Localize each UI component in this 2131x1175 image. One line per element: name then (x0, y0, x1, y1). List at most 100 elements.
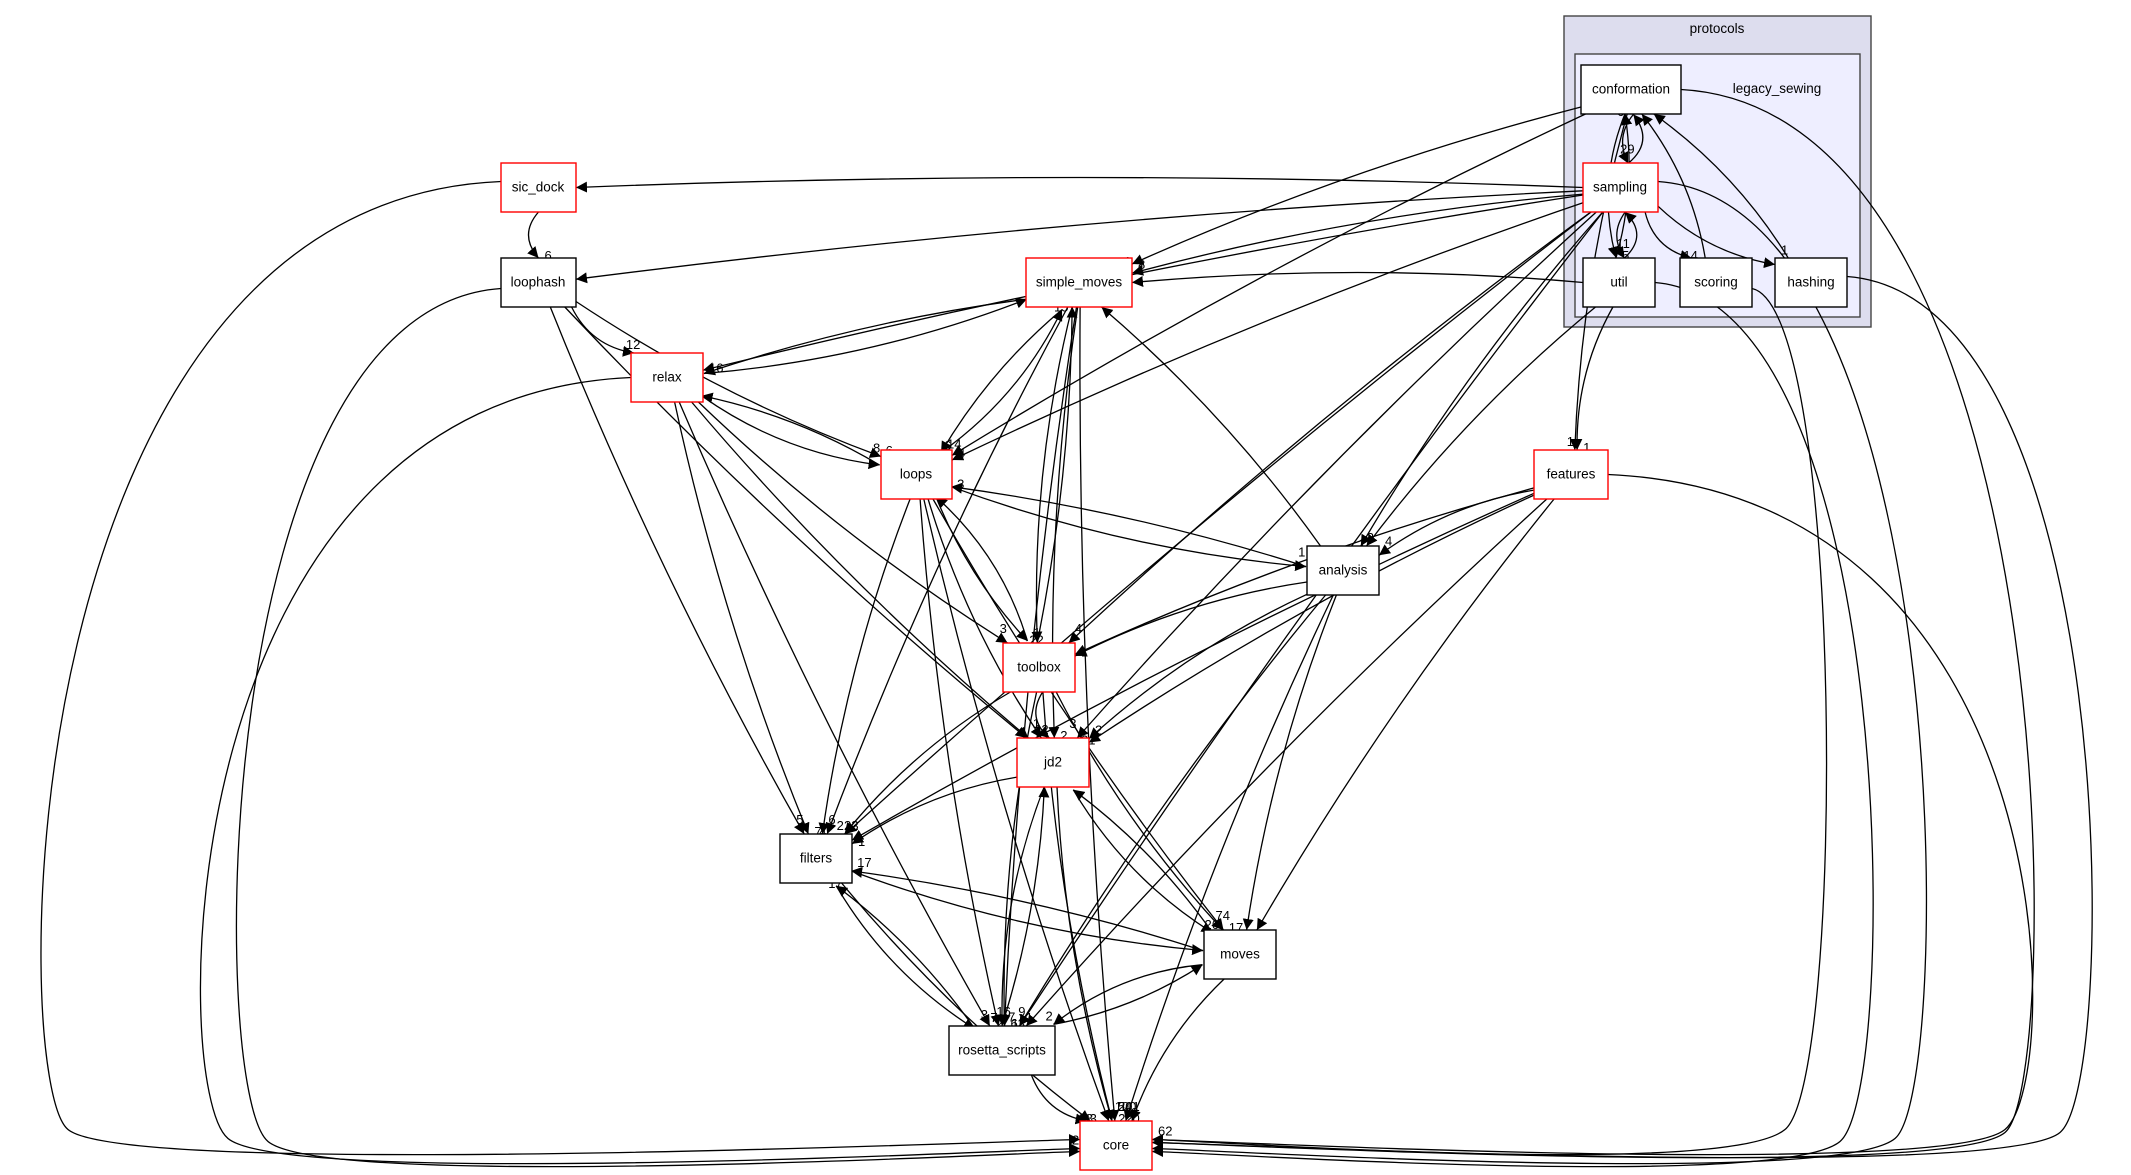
edge-label-sampling-to-util[interactable]: 11 (1616, 236, 1630, 251)
edge-relax-to-simple_moves[interactable] (703, 297, 1028, 375)
edge-filters-to-core[interactable] (841, 882, 1091, 1122)
edge-label-loophash-to-jd2[interactable]: 1 (1033, 716, 1040, 731)
edge-label-jd2-to-filters[interactable]: 1 (858, 834, 865, 849)
edge-simple_moves-to-filters[interactable] (825, 306, 1069, 835)
edge-sampling-to-filters[interactable] (844, 211, 1592, 835)
edge-hashing-to-conformation[interactable] (1653, 113, 1789, 259)
edge-loops-to-toolbox[interactable] (935, 496, 1028, 642)
edge-label-relax-to-filters[interactable]: 7 (814, 824, 821, 839)
edge-label-loops-to-jd2[interactable]: 1 (1033, 728, 1040, 743)
edge-sampling-to-scoring[interactable] (1644, 211, 1692, 261)
edge-analysis-to-toolbox[interactable] (1074, 581, 1308, 657)
edge-label-sampling-to-rosetta_scripts[interactable]: 1 (1026, 1010, 1033, 1025)
edge-features-to-moves[interactable] (1256, 498, 1555, 931)
edge-scoring-to-conformation[interactable] (1641, 113, 1706, 259)
edge-relax-to-toolbox[interactable] (697, 401, 1008, 644)
edge-sic_dock-to-core[interactable] (40, 180, 1081, 1156)
edge-toolbox-to-moves[interactable] (1055, 691, 1224, 931)
edge-simple_moves-to-toolbox[interactable] (1031, 306, 1073, 643)
edge-loophash-to-jd2[interactable] (564, 306, 1028, 739)
node-jd2[interactable]: jd2 (1016, 737, 1090, 788)
edge-label-features-to-analysis[interactable]: 4 (1385, 533, 1392, 548)
edge-label-sic_dock-to-loophash[interactable]: 6 (545, 248, 552, 263)
edge-util-to-analysis[interactable] (1365, 306, 1596, 547)
edge-loophash-to-relax[interactable] (571, 306, 635, 357)
node-loops[interactable]: loops (880, 449, 953, 500)
edge-sampling-to-analysis[interactable] (1360, 211, 1604, 547)
edge-scoring-to-core[interactable] (1151, 287, 1828, 1156)
edge-label-filters-to-rosetta_scripts[interactable]: 3 (981, 1007, 988, 1022)
edge-util-to-sampling[interactable] (1623, 211, 1638, 259)
edge-moves-to-core[interactable] (1130, 978, 1225, 1122)
node-hashing[interactable]: hashing (1774, 257, 1848, 308)
node-core[interactable]: core (1079, 1120, 1153, 1171)
edge-sampling-to-toolbox[interactable] (1068, 211, 1592, 644)
edge-loops-to-core[interactable] (923, 498, 1111, 1122)
edge-sic_dock-to-loophash[interactable] (527, 211, 539, 259)
edge-loops-to-analysis[interactable] (950, 486, 1307, 572)
edge-label-loophash-to-loops[interactable]: 8 (873, 441, 880, 456)
edge-sampling-to-sic_dock[interactable] (575, 176, 1584, 193)
edge-label-simple_moves-to-loops[interactable]: 14 (947, 437, 961, 452)
edge-label-loops-to-moves[interactable]: 74 (1216, 908, 1230, 923)
edge-sampling-to-relax[interactable] (702, 194, 1584, 374)
edge-analysis-to-jd2[interactable] (1088, 593, 1308, 740)
edge-sampling-to-loophash[interactable] (575, 190, 1584, 284)
node-loophash[interactable]: loophash (500, 257, 577, 308)
node-features[interactable]: features (1533, 449, 1609, 500)
edge-features-to-filters[interactable] (851, 492, 1535, 841)
edge-label-loophash-to-filters[interactable]: 5 (796, 812, 803, 827)
node-rosetta-scripts[interactable]: rosetta_scripts (948, 1025, 1056, 1076)
node-sic-dock[interactable]: sic_dock (500, 162, 577, 213)
edge-label-sampling-to-hashing[interactable]: 1 (1781, 243, 1788, 258)
edge-moves-to-jd2[interactable] (1072, 789, 1214, 934)
edge-label-analysis-to-loops[interactable]: 3 (957, 477, 964, 492)
edge-relax-to-loops[interactable] (701, 395, 880, 470)
edge-label-util-to-analysis[interactable]: 1 (1359, 536, 1366, 551)
node-sampling[interactable]: sampling (1582, 162, 1659, 213)
edge-label-toolbox-to-filters[interactable]: 2 (837, 818, 844, 833)
node-util[interactable]: util (1582, 257, 1656, 308)
edge-features-to-jd2[interactable] (1088, 494, 1535, 744)
edge-label-sampling-to-analysis[interactable]: 2 (1367, 530, 1374, 545)
edge-label-sampling-to-jd2[interactable]: 3 (1069, 716, 1076, 731)
edge-label-features-to-toolbox[interactable]: 1 (1081, 644, 1088, 659)
edge-label-jd2-to-core[interactable]: 201 (1118, 1099, 1140, 1114)
edge-sampling-to-util[interactable] (1613, 211, 1626, 259)
edge-analysis-to-simple_moves[interactable] (1101, 306, 1322, 547)
edge-sampling-to-simple_moves[interactable] (1131, 193, 1584, 276)
edge-hashing-to-core[interactable] (1151, 275, 2093, 1159)
edge-conformation-to-loops[interactable] (951, 113, 1586, 456)
edge-label-features-to-core[interactable]: 62 (1158, 1124, 1172, 1139)
edge-label-conformation-to-sampling[interactable]: 29 (1620, 141, 1634, 156)
edge-label-sampling-to-simple_moves[interactable]: 8 (1138, 257, 1145, 272)
edge-util-to-simple_moves[interactable] (1131, 271, 1584, 288)
edge-toolbox-to-loops[interactable] (935, 496, 1029, 642)
edge-loops-to-filters[interactable] (818, 498, 911, 835)
edge-features-to-toolbox[interactable] (1074, 487, 1535, 655)
edge-label-sampling-to-loops[interactable]: 6 (944, 438, 951, 453)
edge-label-sampling-to-relax[interactable]: 16 (709, 360, 723, 375)
edge-label-analysis-to-jd2[interactable]: 2 (1095, 723, 1102, 738)
edge-jd2-to-core[interactable] (1056, 786, 1115, 1122)
edge-label-sampling-to-toolbox[interactable]: 4 (1075, 621, 1082, 636)
edge-label-util-to-features[interactable]: 1 (1583, 440, 1590, 455)
node-filters[interactable]: filters (779, 833, 853, 884)
edge-rosetta_scripts-to-jd2[interactable] (1001, 786, 1050, 1026)
edge-relax-to-core[interactable] (199, 376, 1081, 1165)
edge-label-util-to-simple_moves[interactable]: 1 (1138, 261, 1145, 276)
edge-sampling-to-jd2[interactable] (1076, 211, 1597, 739)
edge-loops-to-rosetta_scripts[interactable] (919, 498, 1002, 1027)
edge-jd2-to-rosetta_scripts[interactable] (996, 786, 1046, 1026)
edge-label-features-to-filters[interactable]: 22 (844, 818, 858, 833)
edge-features-to-core[interactable] (1151, 473, 2034, 1156)
edge-simple_moves-to-relax[interactable] (703, 298, 1027, 376)
edge-label-loops-to-toolbox[interactable]: 1 (1033, 625, 1040, 640)
edge-rosetta_scripts-to-filters[interactable] (835, 885, 976, 1030)
edge-loophash-to-loops[interactable] (575, 300, 882, 458)
node-simple-moves[interactable]: simple_moves (1025, 257, 1133, 308)
edge-sampling-to-core[interactable] (1151, 180, 1928, 1165)
edge-sampling-to-hashing[interactable] (1657, 205, 1776, 269)
edge-label-moves-to-filters[interactable]: 17 (857, 855, 871, 870)
node-toolbox[interactable]: toolbox (1002, 642, 1076, 693)
